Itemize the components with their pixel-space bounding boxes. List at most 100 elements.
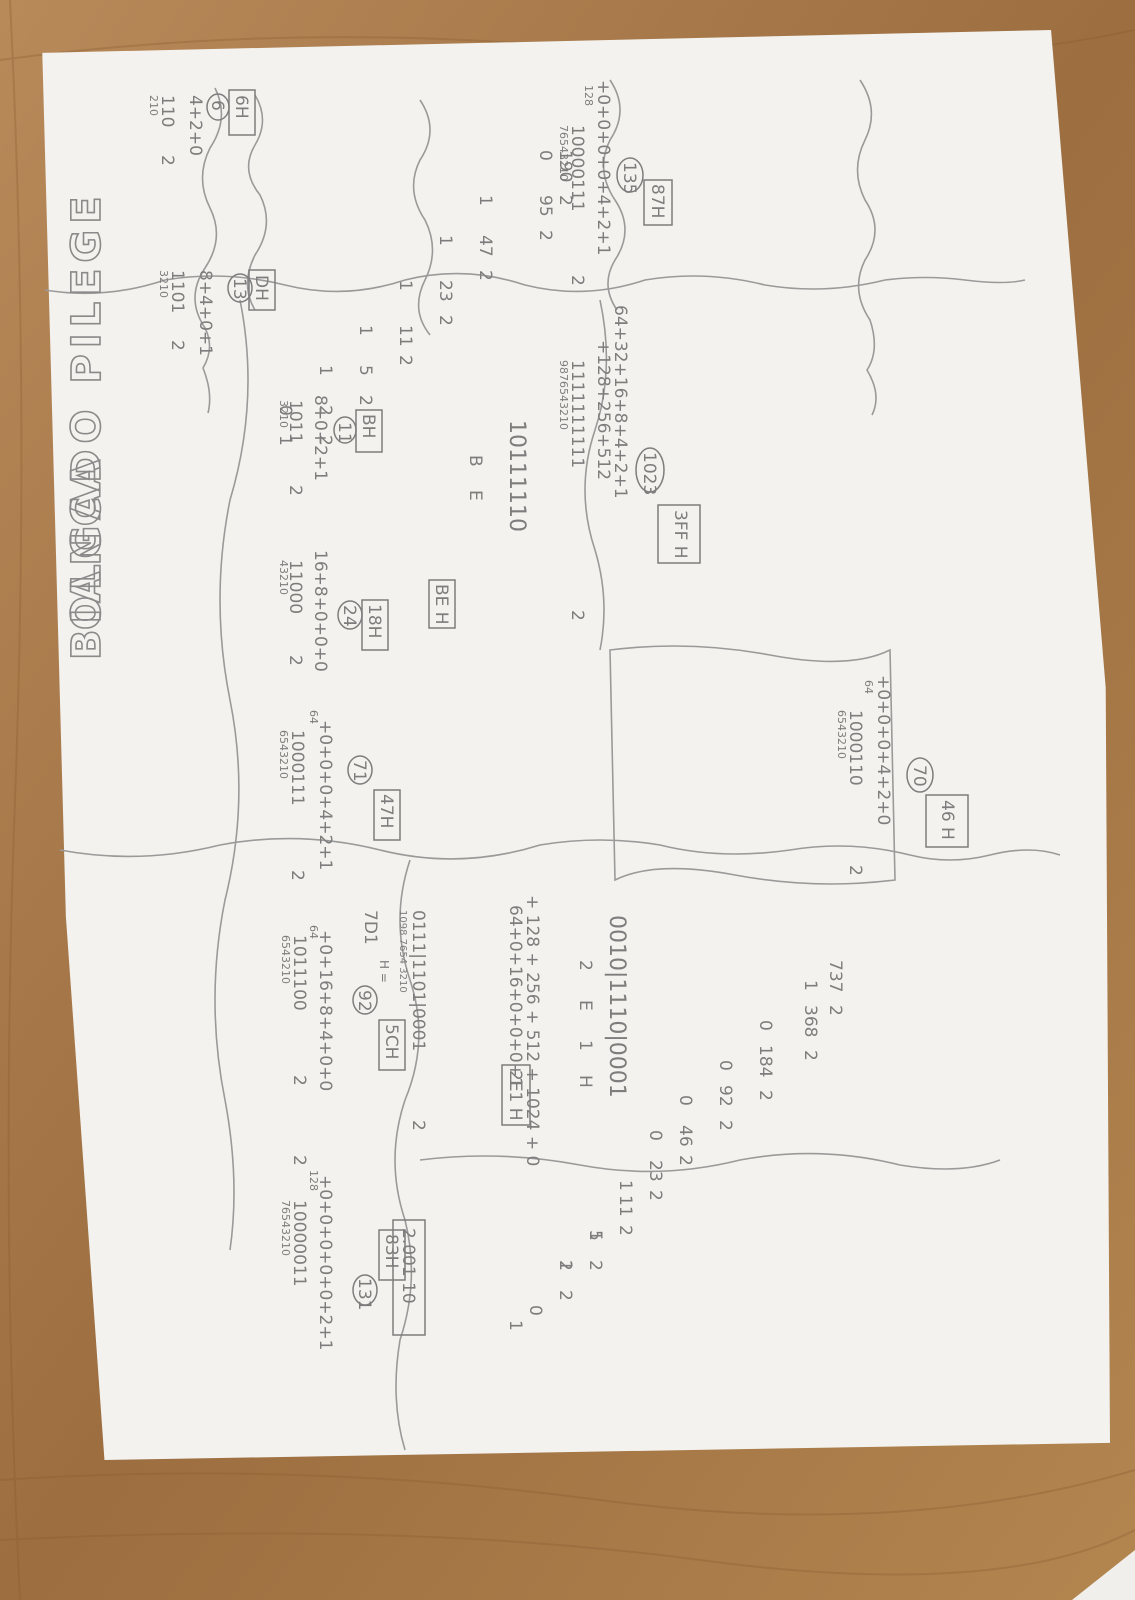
- divisor: 2: [755, 1090, 775, 1101]
- answer-box: [925, 794, 969, 848]
- remainder: 1: [615, 1180, 635, 1191]
- conversion-cell: 210 110 2 4+2+0 6 6H: [147, 89, 256, 166]
- dividend: 46: [675, 1125, 695, 1147]
- dividend: 92: [715, 1085, 735, 1107]
- positions-text: 76543210: [279, 1200, 292, 1256]
- base-text: 2: [285, 655, 305, 666]
- binary-text: 10000011: [289, 1200, 309, 1287]
- remainder: 1: [800, 980, 820, 991]
- puzzle-cut-lines: [44, 79, 1061, 1451]
- divisor: 2: [535, 230, 555, 241]
- hex-answer: 6H: [231, 95, 251, 119]
- positions-text: 6543210: [277, 730, 290, 779]
- binary-text: 10000111: [567, 125, 587, 212]
- sum-text: 4+2+0: [185, 95, 205, 156]
- hex-answer: BH: [358, 414, 378, 438]
- hex-digit: E: [465, 490, 485, 501]
- positions-text: 43210: [277, 560, 290, 595]
- conversion-cell: 76543210 10000111 2 128 +0+0+0+0+4+2+1 1…: [557, 80, 673, 286]
- dividend: 190: [555, 150, 575, 182]
- remainder: 1: [435, 235, 455, 246]
- divisor: 2: [715, 1120, 735, 1131]
- binary-text: 1111111111: [567, 360, 587, 468]
- student-last-name: OLGADO PILEGE: [64, 190, 110, 630]
- answer-box: [392, 1219, 426, 1336]
- remainder: 1: [475, 195, 495, 206]
- remainder: 1: [585, 1230, 605, 1241]
- divisor: 2: [355, 395, 375, 406]
- dividend: 5: [585, 1230, 605, 1241]
- decimal-answer: 71: [349, 760, 369, 782]
- sum-base-text: 128: [582, 85, 595, 106]
- binary-text: 110: [157, 95, 177, 127]
- sum-base-text: 128: [307, 1170, 320, 1191]
- base-text: 2: [567, 610, 587, 621]
- base-text: 2: [289, 1075, 309, 1086]
- hex-answer: 2E1 H: [505, 1070, 525, 1121]
- divisor: 2: [800, 1050, 820, 1061]
- binary-result: 10111110: [504, 420, 529, 532]
- positions-text: 9876543210: [557, 360, 570, 430]
- conversion-cell: 6543210 1000111 2 64 +0+0+0+4+2+1 71 47H: [277, 710, 401, 881]
- dividend: 184: [755, 1045, 775, 1077]
- remainder: 0: [675, 1095, 695, 1106]
- remainder: 1: [275, 435, 295, 446]
- answer-box: [248, 269, 276, 311]
- answer-circle: [616, 157, 644, 193]
- hex-digit: B: [465, 455, 485, 467]
- decimal-answer: 92: [354, 990, 374, 1012]
- answer-circle: [906, 757, 934, 793]
- remainder: 0: [645, 1130, 665, 1141]
- answer-box: [428, 579, 456, 629]
- remainder: 0: [535, 150, 555, 161]
- conversion-cell: 3210 1101 2 8+4+0+1 13 DH: [157, 269, 276, 356]
- division-737: 737 2 1 368 2 0 184 2 0 92 2 0 46 2 0 23…: [501, 915, 845, 1331]
- dividend: 5: [355, 365, 375, 376]
- base-text: 2: [287, 870, 307, 881]
- remainder: 0: [715, 1060, 735, 1071]
- sum-text-2: + 128 + 256 + 512 + 1024 + 0: [522, 895, 542, 1166]
- divisor: 2: [615, 1225, 635, 1236]
- sum-text: +0+0+0+4+2+0: [873, 675, 893, 825]
- hex-digit: 2: [575, 960, 595, 971]
- binary-result: 0010|1110|0001: [604, 915, 629, 1098]
- divisor: 2: [555, 1290, 575, 1301]
- sum-text: 8+0+2+1: [310, 395, 330, 481]
- hex-digit: E: [575, 1000, 595, 1011]
- binary-text: 11000: [285, 560, 305, 614]
- dividend: 11: [395, 325, 415, 347]
- conversion-cell: 3210 1011 2 8+0+2+1 11 BH: [277, 395, 383, 496]
- student-first-name: BIANCA: [64, 454, 110, 660]
- answer-box: [643, 179, 673, 226]
- answer-circle: [635, 447, 665, 493]
- base-text: 2: [285, 485, 305, 496]
- dividend: 2: [555, 1260, 575, 1271]
- sum-base-text: 64: [307, 925, 320, 939]
- sum-base-text: 64: [307, 710, 320, 724]
- answer-circle: [227, 273, 253, 303]
- hex-value: 7D1: [360, 910, 380, 945]
- divisor: 2: [555, 195, 575, 206]
- positions-text: 76543210: [557, 125, 570, 181]
- dividend: 47: [475, 235, 495, 257]
- answer-box: [361, 599, 389, 651]
- hex-answer: 46 H: [937, 800, 957, 840]
- hex-answer: 5CH: [381, 1024, 401, 1059]
- hex-digit: H: [575, 1075, 595, 1088]
- base-text: 2: [408, 1120, 428, 1131]
- sum-base-text: 64: [862, 680, 875, 694]
- base-text: 2: [567, 275, 587, 286]
- sum-text-2: 64+32+16+8+4+2+1: [610, 305, 630, 499]
- answer-box: [228, 89, 256, 136]
- hex-suffix: H =: [377, 960, 391, 983]
- conversion-cell: 6543210 1011100 2 64 +0+16+8+4+0+0 92 5C…: [279, 925, 406, 1091]
- conversion-cell: 76543210 10000011 2 128 +0+0+0+0+0+2+1 1…: [279, 1155, 406, 1350]
- divisor: 2: [435, 315, 455, 326]
- answer-circle: [347, 755, 373, 785]
- hex-answer: 83H: [381, 1234, 401, 1268]
- base-text: 2: [845, 865, 865, 876]
- remainder: 0: [275, 405, 295, 416]
- positions-text: 1098 7654 3210: [397, 910, 408, 993]
- divisor: 2: [585, 1260, 605, 1271]
- answer-box: [657, 504, 701, 564]
